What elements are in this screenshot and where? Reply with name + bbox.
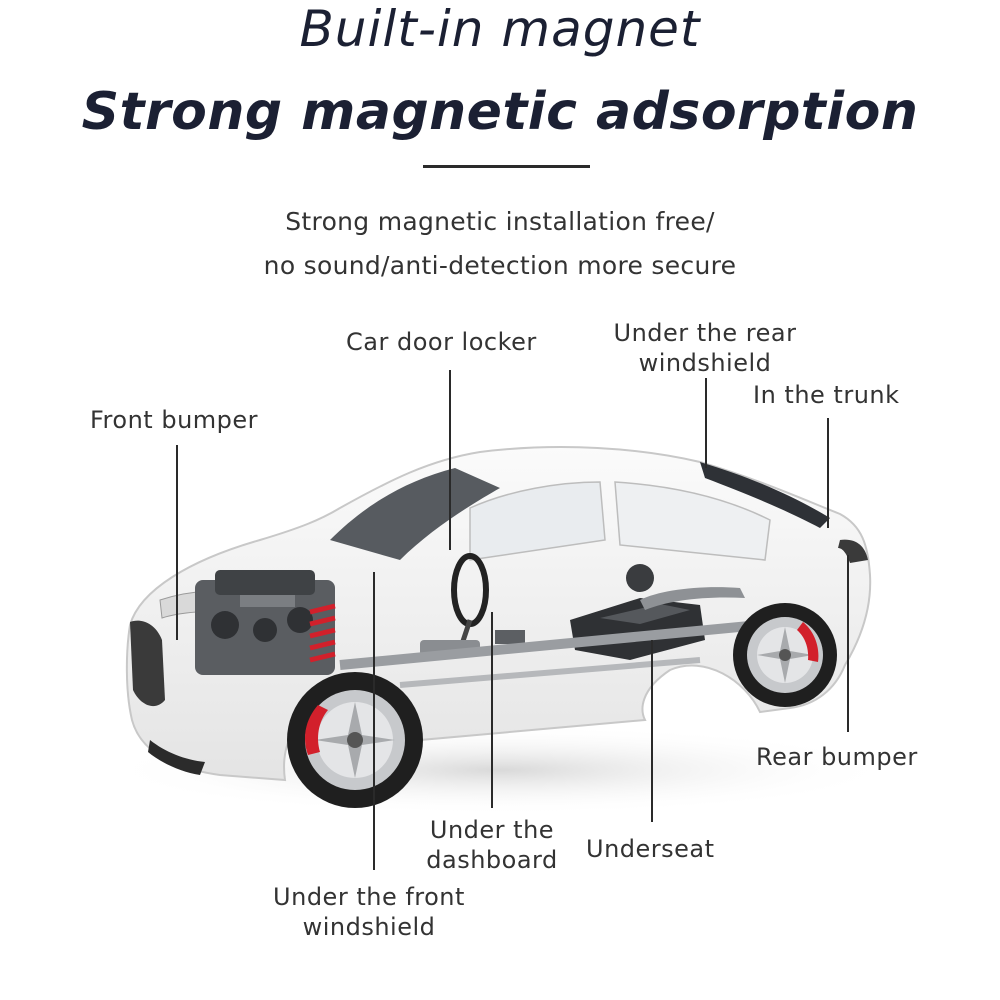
label-under-dashboard-line2: dashboard: [426, 846, 558, 874]
label-under-front-windshield-line2: windshield: [302, 913, 436, 941]
side-window-front: [469, 481, 606, 561]
label-underseat: Underseat: [586, 835, 715, 863]
exhaust: [640, 587, 745, 610]
label-under-front-windshield: Under the front windshield: [254, 882, 484, 942]
label-car-door-locker: Car door locker: [346, 328, 537, 356]
label-under-dashboard-line1: Under the: [429, 816, 555, 844]
fog-light: [148, 740, 205, 775]
title-strong-magnetic-adsorption: Strong magnetic adsorption: [81, 82, 919, 142]
subtitle-line-2: no sound/anti-detection more secure: [263, 251, 737, 280]
title-divider: [423, 165, 590, 168]
label-under-front-windshield-line1: Under the front: [273, 883, 465, 911]
engine-block: [195, 570, 335, 675]
subtitle-line-1: Strong magnetic installation free/: [285, 207, 715, 236]
rear-wheel: [733, 603, 837, 707]
label-under-rear-windshield-line2: windshield: [638, 349, 772, 377]
front-brake-caliper: [305, 705, 328, 755]
label-under-rear-windshield-line1: Under the rear: [613, 319, 797, 347]
rear-brake-caliper: [797, 622, 819, 662]
front-suspension: [309, 603, 336, 663]
label-in-the-trunk: In the trunk: [753, 381, 900, 409]
label-under-rear-windshield: Under the rear windshield: [590, 318, 820, 378]
label-under-dashboard: Under the dashboard: [412, 815, 572, 875]
title-built-in-magnet: Built-in magnet: [299, 0, 701, 58]
rear-windshield: [700, 462, 830, 528]
label-rear-bumper: Rear bumper: [756, 743, 918, 771]
front-grille: [130, 620, 165, 707]
rear-shock-mount: [626, 564, 654, 592]
leader-lines: [176, 370, 849, 870]
drive-shaft: [339, 620, 761, 670]
label-front-bumper: Front bumper: [90, 406, 259, 434]
taillight: [838, 539, 868, 563]
side-window-rear: [614, 481, 771, 561]
front-wheel: [287, 672, 423, 808]
front-windshield: [330, 468, 500, 560]
